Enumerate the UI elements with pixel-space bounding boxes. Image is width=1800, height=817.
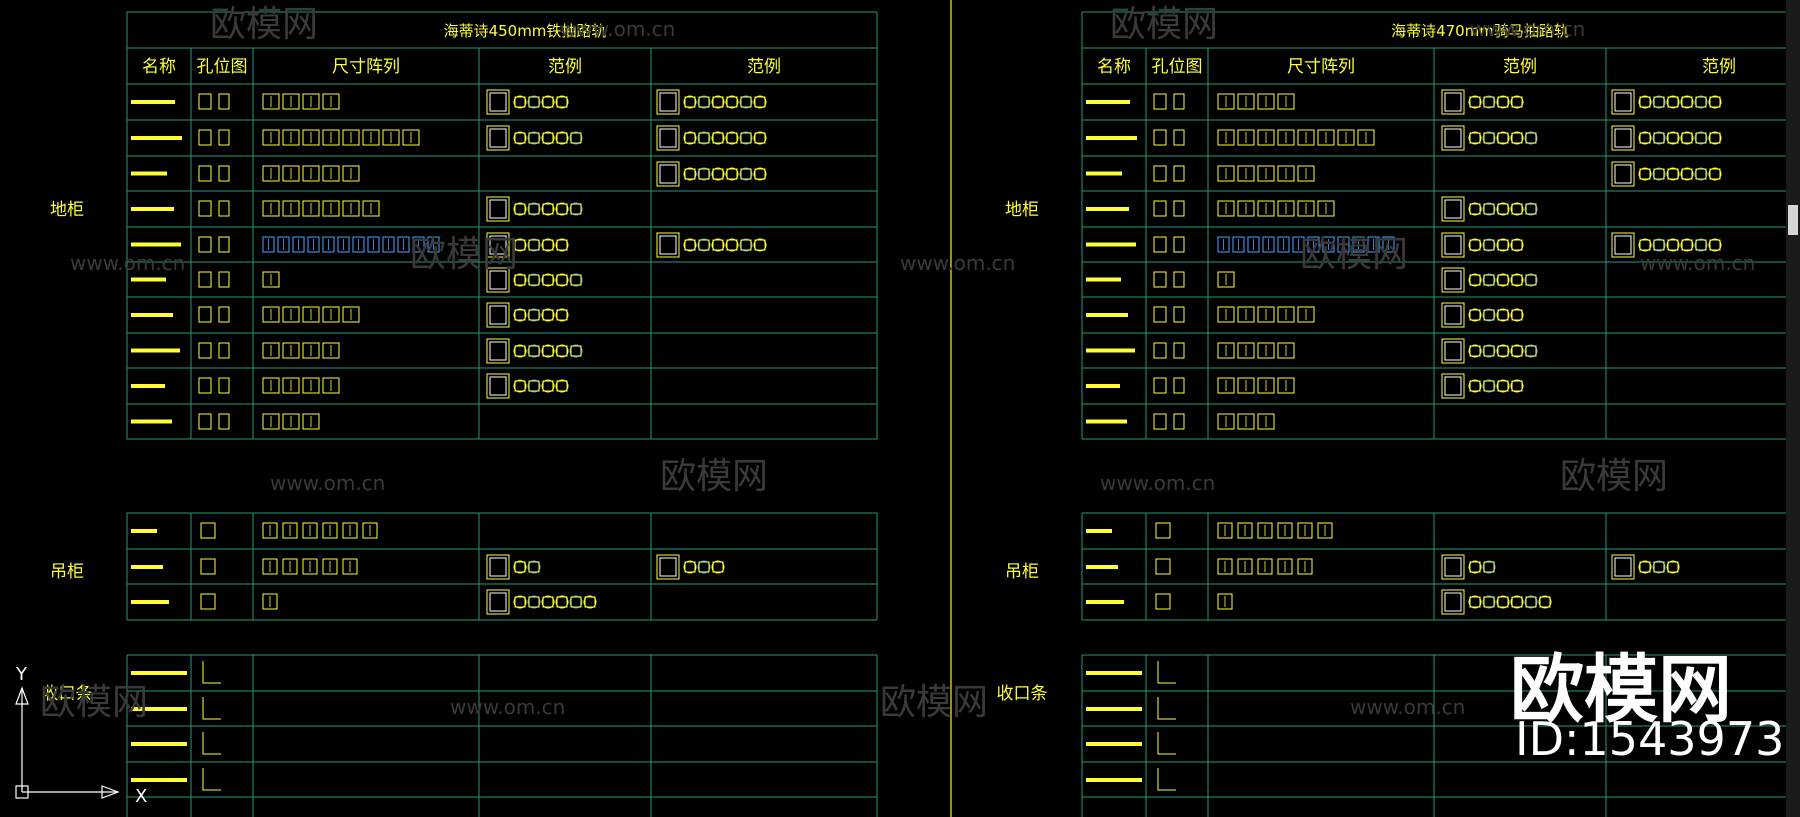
group-label-base-cabinet: 地柜 (50, 200, 84, 220)
trim-profile (202, 661, 221, 684)
trim-profile (202, 732, 221, 755)
trim-profile (202, 697, 221, 720)
row-name-mark (131, 348, 180, 353)
row-name-mark (1086, 671, 1142, 675)
site-watermark: www.om.cn (560, 17, 675, 41)
ucs-y-label: Y (15, 664, 28, 685)
group-label-base-cabinet: 地柜 (1005, 200, 1039, 220)
scrollbar-thumb[interactable] (1788, 205, 1798, 235)
brand-watermark-faint: 欧模网 (40, 682, 148, 723)
row-name-mark (1086, 313, 1128, 317)
row-name-mark (131, 277, 166, 282)
row-name-mark (1086, 207, 1129, 211)
site-watermark: www.om.cn (270, 471, 385, 495)
vertical-scrollbar[interactable] (1786, 0, 1800, 817)
row-name-mark (131, 171, 167, 176)
column-header-4: 范例 (548, 57, 582, 77)
row-name-mark (1086, 277, 1121, 282)
site-watermark: www.om.cn (1100, 471, 1215, 495)
trim-profile (202, 768, 221, 791)
site-watermark: www.om.cn (1350, 695, 1465, 719)
brand-watermark-faint: 欧模网 (410, 234, 518, 275)
group-label-trim: 收口条 (997, 684, 1048, 704)
row-name-mark (131, 600, 169, 604)
row-name-mark (1086, 600, 1124, 604)
sheet-title: 海蒂诗450mm铁抽路轨 (444, 22, 607, 40)
row-name-mark (1086, 529, 1112, 533)
row-name-mark (1086, 778, 1142, 782)
row-name-mark (131, 742, 187, 746)
row-name-mark (131, 671, 187, 675)
brand-watermark-faint: 欧模网 (1300, 234, 1408, 275)
brand-watermark: 欧模网 (1510, 647, 1732, 733)
column-header-1: 名称 (142, 57, 176, 77)
row-name-mark (1086, 742, 1142, 746)
site-watermark: www.om.cn (450, 695, 565, 719)
row-name-mark (1086, 384, 1120, 388)
column-header-2: 孔位图 (197, 57, 248, 77)
brand-watermark-faint: 欧模网 (1560, 456, 1668, 497)
row-name-mark (131, 242, 181, 247)
site-watermark: www.om.cn (900, 251, 1015, 275)
column-header-5: 范例 (747, 57, 781, 77)
row-name-mark (131, 778, 187, 782)
trim-profile (1157, 661, 1176, 684)
column-header-3: 尺寸阵列 (1287, 57, 1355, 77)
site-watermark: www.om.cn (1640, 251, 1755, 275)
row-name-mark (131, 207, 174, 211)
row-name-mark (1086, 419, 1127, 424)
row-name-mark (1086, 565, 1118, 569)
ucs-icon (15, 686, 120, 799)
trim-profile (1157, 697, 1176, 720)
column-header-4: 范例 (1503, 57, 1537, 77)
row-name-mark (1086, 136, 1137, 140)
row-name-mark (131, 384, 165, 388)
row-name-mark (131, 313, 173, 317)
row-name-mark (131, 529, 157, 533)
brand-watermark-faint: 欧模网 (880, 682, 988, 723)
id-watermark: ID:1543973 (1515, 712, 1785, 766)
trim-profile (1157, 732, 1176, 755)
row-name-mark (1086, 100, 1130, 104)
row-name-mark (131, 565, 163, 569)
row-name-mark (131, 136, 182, 140)
trim-profile (1157, 768, 1176, 791)
column-header-1: 名称 (1097, 57, 1131, 77)
row-name-mark (1086, 348, 1135, 353)
group-label-wall-cabinet: 吊柜 (1005, 562, 1039, 582)
row-name-mark (1086, 242, 1136, 247)
row-name-mark (131, 419, 172, 424)
column-header-5: 范例 (1702, 57, 1736, 77)
site-watermark: www.om.cn (1470, 17, 1585, 41)
brand-watermark-faint: 欧模网 (1110, 4, 1218, 45)
group-label-wall-cabinet: 吊柜 (50, 562, 84, 582)
ucs-x-label: X (135, 786, 147, 807)
sheet-title: 海蒂诗470mm骑马抽路轨 (1391, 22, 1569, 40)
site-watermark: www.om.cn (70, 251, 185, 275)
row-name-mark (131, 100, 175, 104)
row-name-mark (1086, 707, 1142, 711)
group-label-trim: 收口条 (42, 684, 93, 704)
row-name-mark (1086, 171, 1122, 176)
column-header-3: 尺寸阵列 (332, 57, 400, 77)
brand-watermark-faint: 欧模网 (660, 456, 768, 497)
brand-watermark-faint: 欧模网 (210, 4, 318, 45)
column-header-2: 孔位图 (1152, 57, 1203, 77)
row-name-mark (131, 707, 187, 711)
